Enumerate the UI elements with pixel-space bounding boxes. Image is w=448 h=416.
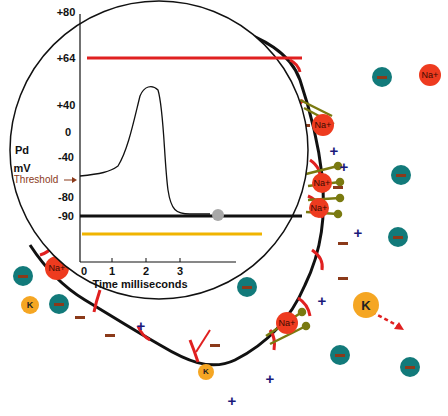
sodium-ion: Na+ (49, 264, 66, 273)
potassium-ion: K (361, 299, 370, 312)
axis-value: 3 (177, 266, 183, 277)
potassium-ion: K (27, 301, 34, 310)
charge-sign: + (354, 225, 363, 240)
potassium-ion: K (203, 368, 209, 376)
sodium-ion: Na+ (315, 121, 332, 130)
charge-sign: + (340, 159, 349, 174)
axis-value: +64 (57, 53, 76, 64)
axis-value: -90 (58, 211, 74, 222)
axis-value: +80 (57, 7, 76, 18)
axis-title: Time milliseconds (92, 279, 187, 290)
charge-sign: + (228, 393, 237, 408)
threshold-label: Threshold (14, 175, 58, 185)
axis-value: 2 (143, 266, 149, 277)
axis-value: -40 (58, 152, 74, 163)
axis-title: Pd (15, 145, 29, 156)
axis-value: -80 (58, 192, 74, 203)
charge-sign: + (318, 293, 327, 308)
sodium-ion: Na+ (311, 204, 328, 213)
charge-sign: + (330, 143, 339, 158)
axis-value: 0 (65, 127, 71, 138)
axis-value: +40 (57, 100, 76, 111)
sodium-ion: Na+ (422, 71, 439, 80)
charge-sign: + (266, 371, 275, 386)
sodium-ion: Na+ (314, 179, 331, 188)
axis-value: 1 (109, 266, 115, 277)
axis-value: 0 (81, 266, 87, 277)
charge-sign: + (137, 318, 146, 333)
axis-title: mV (13, 163, 30, 174)
sodium-ion: Na+ (279, 319, 296, 328)
